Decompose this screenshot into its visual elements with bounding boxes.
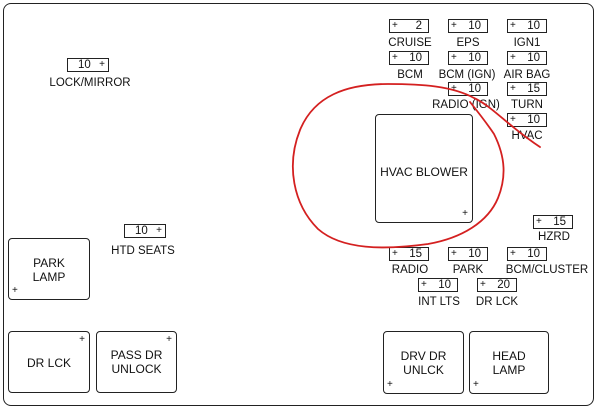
- label-radio: RADIO: [391, 264, 429, 276]
- label-bcm-ign: BCM (IGN): [438, 69, 496, 81]
- label-ign1: IGN1: [513, 37, 541, 49]
- relay-park-lamp: PARK LAMP +: [8, 238, 90, 300]
- plus-sign: +: [392, 52, 398, 63]
- fuse-hvac: +10: [507, 113, 547, 127]
- fuse-bcm-ign: +10: [448, 51, 488, 65]
- plus-sign: +: [156, 225, 162, 236]
- label-park: PARK: [452, 264, 484, 276]
- fuse-rating: 15: [527, 83, 540, 95]
- fuse-rating: 10: [135, 225, 148, 237]
- label-int-lts: INT LTS: [418, 296, 460, 308]
- plus-sign: +: [392, 248, 398, 259]
- plus-sign: +: [99, 59, 105, 70]
- plus-sign: +: [451, 52, 457, 63]
- fuse-rating: 10: [409, 52, 422, 64]
- fuse-rating: 15: [553, 216, 566, 228]
- plus-sign: +: [12, 285, 18, 296]
- fuse-rating: 10: [527, 52, 540, 64]
- plus-sign: +: [473, 379, 479, 390]
- fuse-bcm-cluster: +10: [507, 247, 547, 261]
- fuse-rating: 10: [468, 248, 481, 260]
- fuse-rating: 20: [497, 279, 510, 291]
- fuse-rating: 10: [468, 83, 481, 95]
- label-bcm: BCM: [397, 69, 423, 81]
- plus-sign: +: [480, 279, 486, 290]
- fuse-turn: +15: [507, 82, 547, 96]
- fuse-bcm: +10: [389, 51, 429, 65]
- fuse-htd-seats: 10 +: [124, 224, 166, 238]
- fuse-int-lts: +10: [418, 278, 458, 292]
- label-cruise: CRUISE: [388, 37, 432, 49]
- fuse-rating: 15: [409, 248, 422, 260]
- label-dr-lck-fuse: DR LCK: [475, 296, 519, 308]
- plus-sign: +: [510, 248, 516, 259]
- fuse-rating: 10: [438, 279, 451, 291]
- plus-sign: +: [451, 20, 457, 31]
- relay-drv-dr-unlck: DRV DR UNLCK +: [383, 331, 464, 394]
- label-hzrd: HZRD: [538, 231, 570, 243]
- fuse-cruise: +2: [389, 19, 429, 33]
- plus-sign: +: [392, 20, 398, 31]
- plus-sign: +: [510, 52, 516, 63]
- plus-sign: +: [462, 208, 468, 219]
- plus-sign: +: [79, 334, 85, 345]
- plus-sign: +: [510, 114, 516, 125]
- fuse-hzrd: +15: [533, 215, 573, 229]
- label-turn: TURN: [511, 99, 543, 111]
- plus-sign: +: [387, 379, 393, 390]
- fuse-air-bag: +10: [507, 51, 547, 65]
- plus-sign: +: [536, 216, 542, 227]
- plus-sign: +: [166, 334, 172, 345]
- fuse-eps: +10: [448, 19, 488, 33]
- relay-label: DR LCK: [26, 356, 71, 370]
- label-air-bag: AIR BAG: [503, 69, 551, 81]
- fuse-rating: 10: [527, 20, 540, 32]
- fuse-radio-ign: +10: [448, 82, 488, 96]
- relay-hvac-blower: HVAC BLOWER +: [375, 114, 473, 223]
- fuse-rating: 10: [527, 114, 540, 126]
- plus-sign: +: [510, 20, 516, 31]
- plus-sign: +: [451, 248, 457, 259]
- plus-sign: +: [451, 83, 457, 94]
- label-htd-seats: HTD SEATS: [111, 245, 175, 257]
- relay-label: HEAD LAMP: [492, 349, 526, 377]
- fuse-rating: 2: [415, 20, 422, 32]
- relay-label: PASS DR UNLOCK: [110, 348, 163, 376]
- relay-head-lamp: HEAD LAMP +: [469, 331, 549, 394]
- plus-sign: +: [510, 83, 516, 94]
- relay-label: DRV DR UNLCK: [400, 349, 447, 377]
- relay-dr-lck: DR LCK +: [8, 331, 90, 393]
- label-lock-mirror: LOCK/MIRROR: [49, 77, 131, 89]
- plus-sign: +: [421, 279, 427, 290]
- relay-label: PARK LAMP: [32, 256, 66, 284]
- fuse-radio: +15: [389, 247, 429, 261]
- fuse-ign1: +10: [507, 19, 547, 33]
- fuse-lock-mirror: 10 +: [67, 58, 109, 72]
- relay-label: HVAC BLOWER: [380, 165, 468, 179]
- label-bcm-cluster: BCM/CLUSTER: [505, 264, 589, 276]
- label-hvac: HVAC: [511, 130, 543, 142]
- label-eps: EPS: [456, 37, 480, 49]
- fuse-park: +10: [448, 247, 488, 261]
- fuse-rating: 10: [78, 59, 91, 71]
- fuse-rating: 10: [468, 52, 481, 64]
- label-radio-ign: RADIO (IGN): [432, 99, 500, 111]
- relay-pass-dr-unlock: PASS DR UNLOCK +: [96, 331, 177, 393]
- fuse-rating: 10: [527, 248, 540, 260]
- fuse-rating: 10: [468, 20, 481, 32]
- fuse-dr-lck: +20: [477, 278, 517, 292]
